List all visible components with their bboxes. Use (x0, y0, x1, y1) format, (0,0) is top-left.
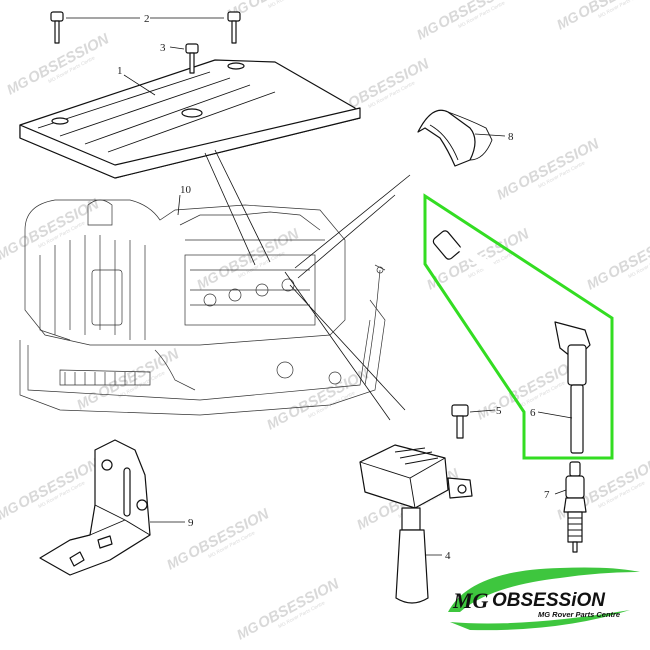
cover-bolt-left (50, 11, 64, 44)
logo-swoosh (448, 567, 640, 612)
callout-leaders (66, 17, 573, 556)
callout-8: 8 (508, 131, 514, 143)
watermark-brand: OBSESSION (255, 575, 343, 632)
watermark-brand: OBSESSION (95, 345, 183, 402)
cover-bolt-center (185, 43, 199, 74)
watermark-brand: OBSESSION (345, 55, 433, 112)
callout-10: 10 (180, 184, 192, 196)
hose-clip (417, 109, 493, 167)
logo-tagline: MG Rover Parts Centre (538, 610, 620, 619)
brand-logo: MG OBSESSiON MG Rover Parts Centre (448, 567, 640, 631)
spark-plug (563, 461, 587, 553)
callout-5: 5 (496, 405, 502, 417)
watermark-brand: OBSESSION (185, 505, 273, 562)
mounting-bracket (39, 439, 151, 576)
watermark-brand: OBSESSION (515, 135, 603, 192)
callout-4: 4 (445, 550, 451, 562)
callout-3: 3 (160, 42, 166, 54)
highlight-frame (423, 193, 614, 460)
watermark-brand: OBSESSION (245, 0, 333, 12)
watermark-brand: OBSESSION (215, 225, 303, 282)
watermark-brand: OBSESSION (25, 30, 113, 87)
callout-2: 2 (144, 13, 150, 25)
cover-bolt-right (227, 11, 241, 44)
callout-7: 7 (544, 489, 550, 501)
watermark-tagline: MG Rover Parts Centre (267, 0, 316, 10)
ignition-lead (423, 193, 614, 460)
ignition-coil (359, 444, 473, 604)
callout-1: 1 (117, 65, 123, 77)
logo-mg: MG (452, 588, 489, 613)
watermark-brand: OBSESSION (15, 455, 103, 512)
watermark-brand: OBSESSION (285, 365, 373, 422)
callout-6: 6 (530, 407, 536, 419)
engine-cover (19, 59, 361, 179)
callout-9: 9 (188, 517, 194, 529)
coil-bolt (451, 404, 469, 439)
logo-brand: OBSESSiON (492, 590, 606, 611)
engine-assembly (19, 199, 386, 416)
logo-swoosh-lower (450, 610, 630, 631)
